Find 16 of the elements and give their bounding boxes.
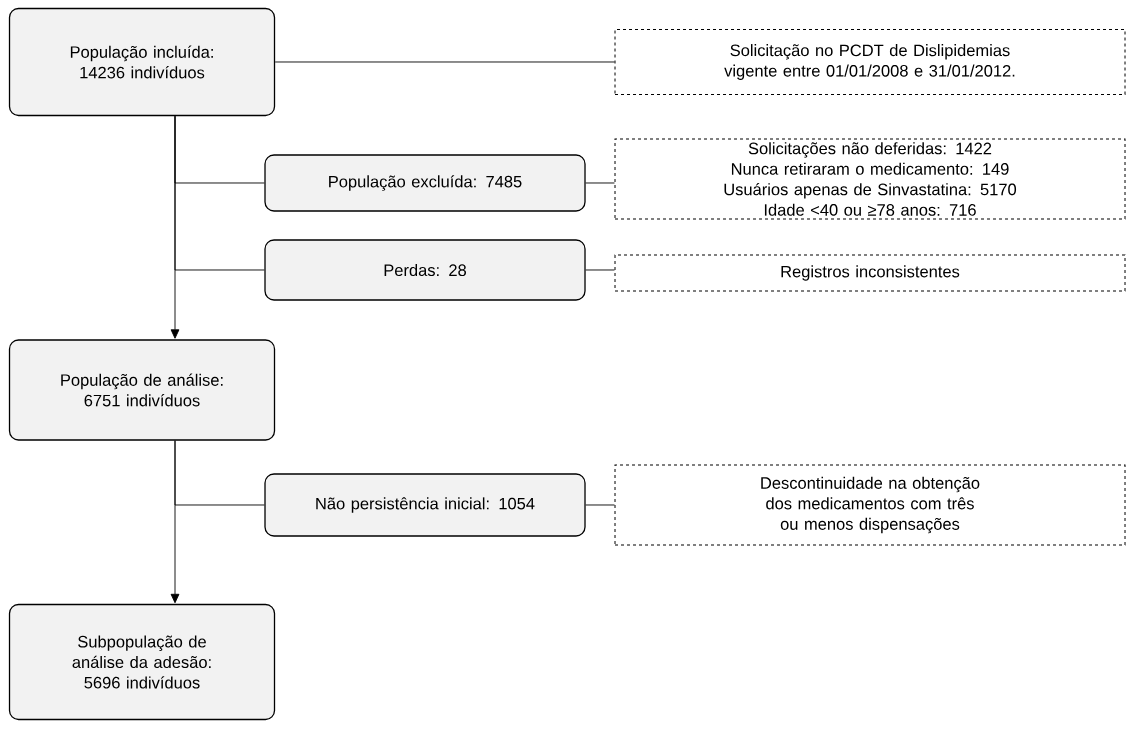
process-box: População incluída: 14236 indivíduos — [8, 7, 276, 117]
connector-line — [585, 182, 615, 184]
connector-line — [585, 504, 615, 506]
note-box: Solicitações não deferidas: 1422 Nunca retiraram o medicamento: 149 Usuários apenas de Sinvastatina: 5170 Idade <40 ou ≥78 anos: 716 — [614, 138, 1126, 220]
note-box: Registros inconsistentes — [614, 254, 1126, 292]
connector-line — [174, 440, 265, 506]
process-box: População excluída: 7485 — [264, 154, 586, 212]
note-box: Solicitação no PCDT de Dislipidemias vigente entre 01/01/2008 e 31/01/2012. — [614, 29, 1126, 95]
process-box: Perdas: 28 — [264, 239, 586, 301]
connector-line — [274, 61, 615, 63]
process-box: População de análise: 6751 indivíduos — [8, 339, 276, 441]
note-box: Descontinuidade na obtenção dos medicamentos com três ou menos dispensações — [614, 464, 1126, 546]
process-box: Não persistência inicial: 1054 — [264, 473, 586, 537]
connector-line — [585, 269, 615, 271]
connector-line — [174, 115, 265, 271]
process-box: Subpopulação de análise da adesão: 5696 indivíduos — [8, 603, 276, 721]
